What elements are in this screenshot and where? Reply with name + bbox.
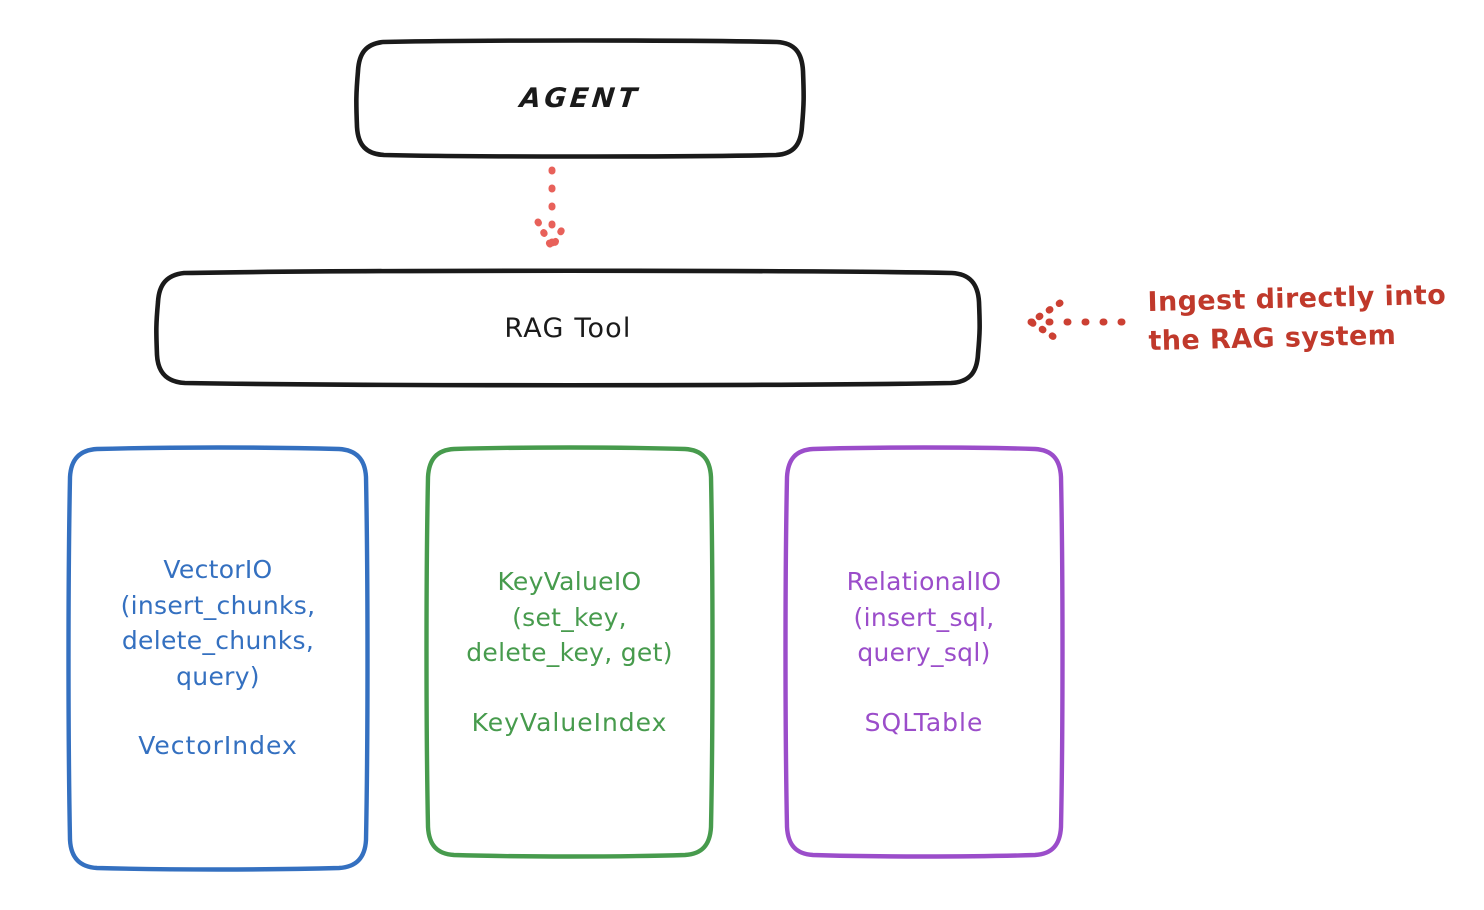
- ingest-annotation-label: Ingest directly into the RAG system: [1147, 279, 1447, 358]
- relational-io-secondary-label: SQLTable: [864, 707, 984, 737]
- rag-tool-node[interactable]: RAG Tool: [157, 272, 979, 384]
- agent-label: AGENT: [518, 83, 643, 114]
- rag-tool-box-outline: [154, 268, 982, 388]
- vector-io-primary-label: VectorIO (insert_chunks, delete_chunks, …: [120, 555, 316, 691]
- relational-io-box-outline: [783, 445, 1065, 859]
- vector-io-secondary-label: VectorIndex: [138, 731, 298, 761]
- agent-to-rag-connector: [534, 166, 570, 252]
- key-value-io-node[interactable]: KeyValueIO (set_key, delete_key, get) Ke…: [428, 448, 711, 856]
- key-value-io-primary-label: KeyValueIO (set_key, delete_key, get): [466, 567, 673, 667]
- vector-io-node[interactable]: VectorIO (insert_chunks, delete_chunks, …: [70, 448, 366, 868]
- rag-tool-label: RAG Tool: [504, 312, 632, 344]
- agent-node[interactable]: AGENT: [357, 41, 804, 156]
- agent-box-outline: [354, 38, 806, 159]
- relational-io-primary-label: RelationalIO (insert_sql, query_sql): [846, 567, 1002, 667]
- key-value-io-box-outline: [424, 445, 715, 859]
- relational-io-node[interactable]: RelationalIO (insert_sql, query_sql) SQL…: [787, 448, 1061, 856]
- vector-io-box-outline: [66, 445, 370, 872]
- key-value-io-secondary-label: KeyValueIndex: [471, 707, 668, 737]
- annotation-connector: [1027, 299, 1126, 345]
